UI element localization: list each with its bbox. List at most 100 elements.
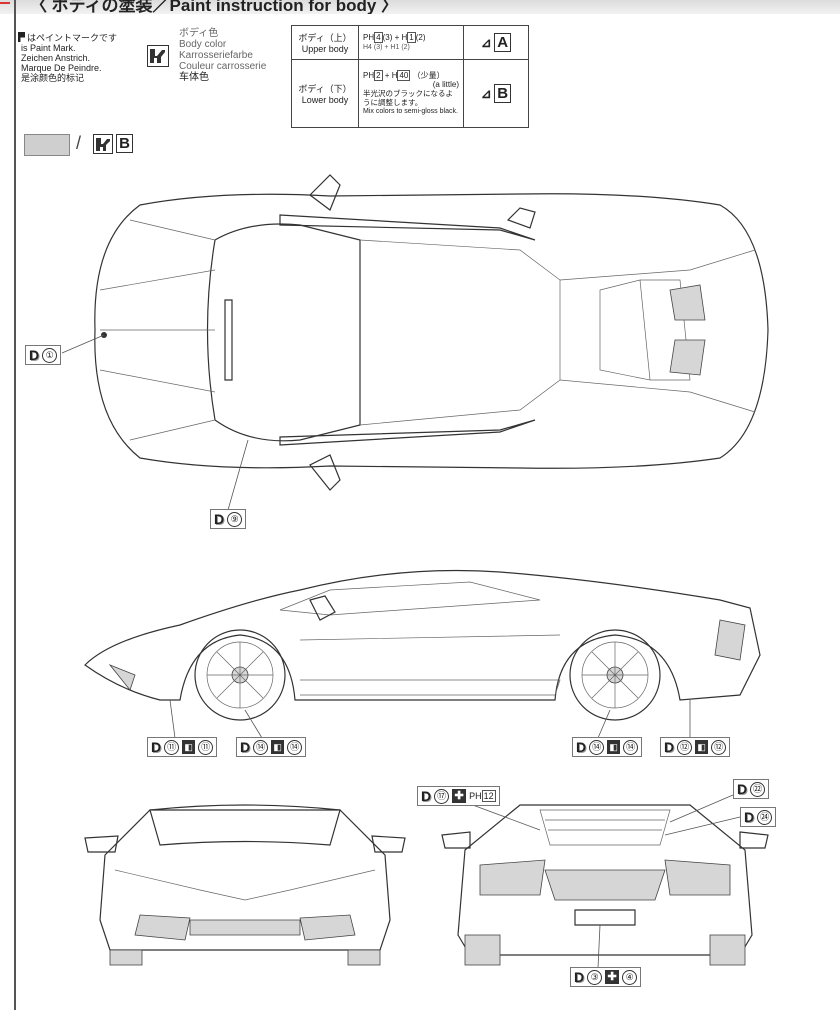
color-number: ⑪ [198, 739, 214, 755]
body-color-icon [147, 45, 169, 67]
part-number: ③ [587, 969, 603, 985]
paint-mark-icon [18, 32, 25, 42]
section-title-bar: 〈 ボディの塗装／Paint instruction for body 〉 [0, 0, 840, 14]
part-number: ㉒ [750, 781, 766, 797]
color-code: B [494, 84, 512, 103]
part-number: ④ [622, 969, 638, 985]
car-side-view [84, 569, 761, 721]
part-letter: D [240, 739, 251, 755]
legend-text: Couleur carrosserie [179, 61, 267, 72]
legend-text: Body color [179, 39, 227, 50]
color-code-cell: ⊿ B [463, 59, 529, 128]
ph-mark: PH [363, 71, 375, 80]
legend-text: is Paint Mark. [21, 43, 76, 53]
part-en: Lower body [301, 95, 349, 105]
color-number: ⑭ [623, 739, 639, 755]
part-letter: D [29, 347, 40, 363]
part-letter: D [744, 809, 755, 825]
part-number: ① [42, 347, 58, 363]
part-en: Upper body [301, 44, 349, 54]
body-color-icon: ⊿ [480, 35, 492, 50]
paint-mark-legend: はペイントマークです is Paint Mark. Zeichen Anstri… [18, 32, 117, 83]
note-jp: 半光沢のブラックになるように調整します。 [363, 89, 453, 107]
ratio: (3) [382, 32, 393, 42]
part-number: ⑨ [227, 511, 243, 527]
h-mark: H [391, 71, 398, 80]
part-letter: D [737, 781, 748, 797]
part-jp: ボディ（上） [298, 33, 352, 43]
part-number: ⑪ [164, 739, 180, 755]
page-title: 〈 ボディの塗装／Paint instruction for body 〉 [30, 0, 399, 14]
part-number: ㉔ [757, 809, 773, 825]
color-code: A [494, 33, 512, 52]
color-number: 12 [481, 790, 496, 802]
color-number: 40 [397, 70, 411, 81]
margin-line [14, 0, 16, 1010]
part-number: ⑫ [677, 739, 693, 755]
h-mark: H [401, 32, 408, 42]
legend-text: Karrosseriefarbe [179, 50, 253, 61]
part-letter: D [574, 969, 585, 985]
car-top-view [94, 174, 769, 491]
car-front-view [84, 804, 406, 966]
color-number: 1 [407, 31, 416, 43]
part-number: ⑭ [253, 739, 269, 755]
ph-mark: PH [363, 32, 375, 42]
mix-mark-icon: ✚ [452, 789, 467, 803]
ph-mark: PH [469, 791, 482, 801]
color-code-cell: ⊿ A [463, 25, 529, 60]
part-letter: D [421, 788, 432, 804]
mix-formula: H4 (3) + H1 (2) [363, 43, 410, 51]
black-mark-icon: ◧ [271, 740, 285, 754]
black-mark-icon: ◧ [607, 740, 621, 754]
legend-text: Zeichen Anstrich. [21, 53, 91, 63]
legend-text: Marque De Peindre. [21, 63, 102, 73]
legend-text: はペイントマークです [27, 33, 118, 43]
separator: / [76, 133, 82, 153]
legend-text: 是涂颜色的标记 [21, 73, 85, 83]
color-number: 2 [374, 70, 383, 81]
part-letter: D [664, 739, 675, 755]
color-code: B [116, 134, 133, 153]
color-number: ⑭ [287, 739, 303, 755]
color-swatch [24, 134, 70, 156]
ratio: (2) [415, 32, 426, 42]
car-rear-view [441, 804, 769, 966]
part-letter: D [576, 739, 587, 755]
mix-mark-icon: ✚ [605, 970, 620, 984]
part-number: ⑭ [589, 739, 605, 755]
legend-text: ボディ色 [179, 28, 219, 39]
red-mark [0, 2, 10, 4]
part-letter: D [214, 511, 225, 527]
color-number: 4 [374, 31, 383, 43]
black-mark-icon: ◧ [695, 740, 709, 754]
black-mark-icon: ◧ [182, 740, 196, 754]
body-color-legend: ボディ色 Body color Karrosseriefarbe Couleur… [179, 28, 266, 83]
body-color-icon [93, 134, 113, 154]
body-color-icon: ⊿ [480, 86, 492, 101]
part-letter: D [151, 739, 162, 755]
legend-text: 车体色 [179, 72, 209, 83]
leader-lines [61, 334, 741, 969]
note-en: Mix colors to semi-gloss black. [363, 108, 458, 115]
part-number: ⑰ [434, 788, 450, 804]
amount-jp: （少量） [412, 71, 445, 80]
color-number: ⑫ [711, 739, 727, 755]
part-jp: ボディ（下） [298, 84, 352, 94]
amount-en: (a little) [432, 80, 459, 89]
